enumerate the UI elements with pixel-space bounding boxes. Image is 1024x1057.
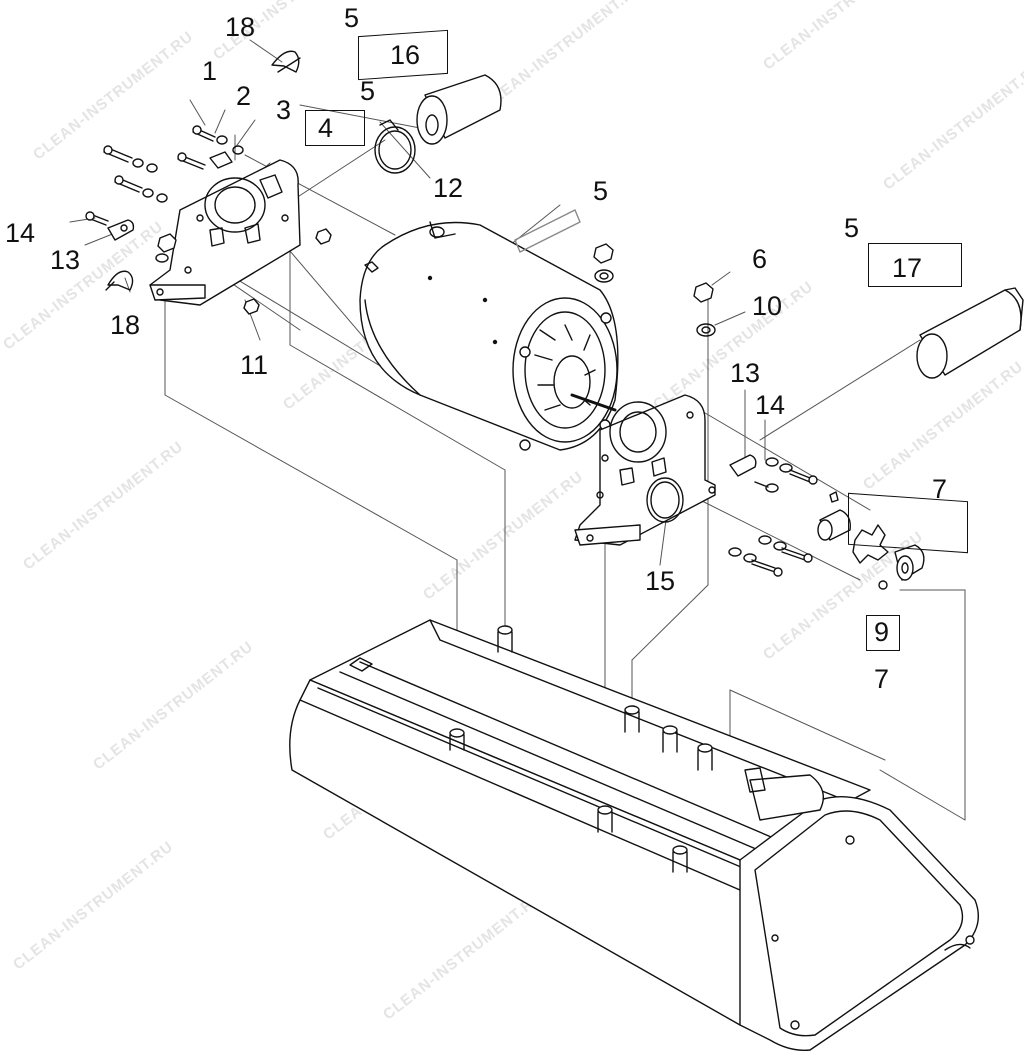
callout-1: 1	[202, 56, 218, 86]
label-plate-5	[514, 209, 581, 253]
callout-14-right: 14	[755, 390, 786, 420]
callout-6: 6	[752, 244, 768, 274]
callout-2: 2	[236, 81, 252, 111]
capacitor-17	[916, 287, 1024, 379]
callout-10: 10	[752, 291, 783, 321]
callout-5-bracket: 5	[360, 76, 376, 106]
callout-17: 17	[892, 253, 923, 283]
callout-18-bottom: 18	[110, 310, 141, 340]
callout-7-bottom: 7	[874, 664, 890, 694]
callout-5-motor: 5	[593, 176, 609, 206]
callout-14-left: 14	[5, 218, 36, 248]
right-motor-bracket	[574, 394, 818, 577]
callout-9: 9	[874, 617, 890, 647]
callout-11: 11	[240, 350, 269, 380]
left-motor-bracket	[85, 50, 332, 315]
callout-5-capacitor-16: 5	[344, 3, 360, 33]
callout-4: 4	[318, 113, 334, 143]
callout-3: 3	[276, 95, 292, 125]
callout-15: 15	[645, 566, 676, 596]
callout-box-4	[305, 110, 365, 146]
top-nuts	[593, 243, 716, 337]
callout-box-17	[868, 243, 962, 287]
callout-13-right: 13	[730, 358, 761, 388]
clamp-12	[374, 119, 416, 174]
callout-16: 16	[390, 40, 421, 70]
callout-box-7	[848, 492, 968, 554]
base-housing	[289, 619, 979, 1051]
capacitor-16	[416, 74, 502, 145]
callout-box-9	[866, 615, 900, 651]
callout-18-top: 18	[225, 12, 256, 42]
coupling-7	[817, 491, 925, 590]
callout-7-top: 7	[932, 474, 948, 504]
callout-5-capacitor-17: 5	[844, 213, 860, 243]
callout-13-left: 13	[50, 245, 81, 275]
callout-12: 12	[433, 173, 464, 203]
motor	[359, 221, 619, 451]
